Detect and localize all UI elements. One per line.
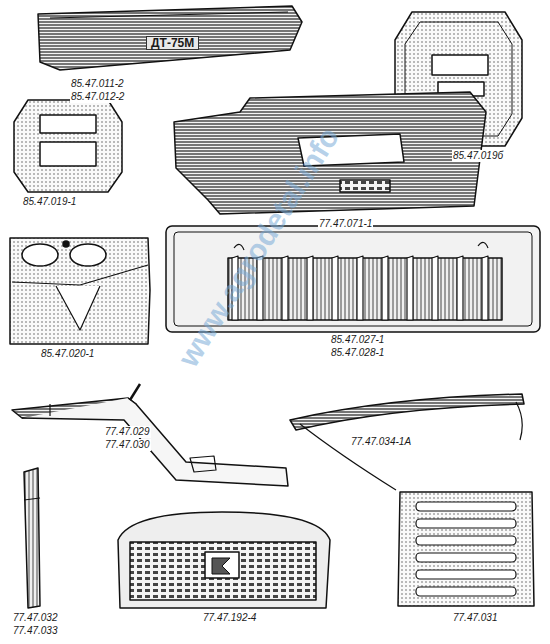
model-plate: ДТ-75М xyxy=(146,36,199,50)
arc-strip xyxy=(290,394,524,430)
hood-side-panel xyxy=(38,6,302,70)
part-number: 85.47.019б xyxy=(452,150,504,162)
part-number: 85.47.027-1 xyxy=(330,334,385,346)
part-number: 77.47.192-4 xyxy=(202,612,257,624)
part-number: 77.47.071-1 xyxy=(318,218,373,230)
front-grille xyxy=(118,512,330,608)
side-grille xyxy=(398,492,534,606)
part-number: 77.47.033 xyxy=(12,625,59,637)
part-number: 85.47.011-2 xyxy=(70,78,125,90)
part-number: 77.47.029 xyxy=(104,426,151,438)
side-strip xyxy=(24,468,40,608)
part-number: 77.47.030 xyxy=(104,439,151,451)
part-number: 85.47.028-1 xyxy=(330,347,385,359)
round-cover xyxy=(14,100,122,192)
part-number: 77.47.034-1А xyxy=(350,436,412,448)
part-number: 77.47.032 xyxy=(12,612,59,624)
part-number: 77.47.031 xyxy=(452,612,499,624)
front-panel xyxy=(10,238,150,344)
part-number: 85.47.020-1 xyxy=(40,348,95,360)
part-number: 85.47.019-1 xyxy=(22,196,77,208)
part-number: 85.47.012-2 xyxy=(70,91,125,103)
